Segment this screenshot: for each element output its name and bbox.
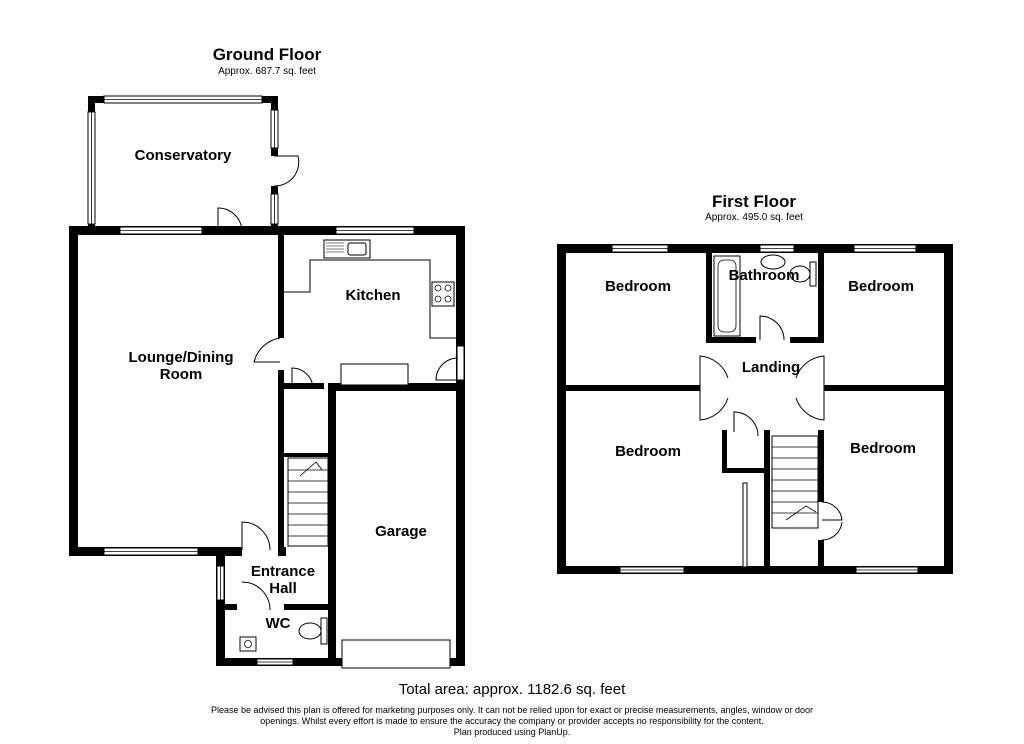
ground-floor-interior-walls bbox=[225, 234, 464, 666]
first-floor-title: First Floor bbox=[711, 192, 797, 211]
first-floor-area: Approx. 495.0 sq. feet bbox=[705, 212, 803, 223]
garage-door bbox=[341, 639, 451, 669]
disclaimer-line-1: Please be advised this plan is offered f… bbox=[211, 705, 813, 715]
room-label-lounge-line2: Room bbox=[160, 366, 203, 383]
conservatory-walls bbox=[87, 95, 300, 232]
first-floor-stairs bbox=[771, 435, 819, 529]
first-floor-interior-walls bbox=[566, 253, 944, 570]
ground-floor-title: Ground Floor bbox=[212, 45, 322, 64]
ground-floor-stairs bbox=[287, 457, 329, 547]
room-label-entrance-hall-line1: Entrance bbox=[251, 563, 315, 580]
room-label-conservatory: Conservatory bbox=[135, 147, 232, 164]
bathroom-fittings bbox=[713, 254, 817, 337]
ground-floor-area: Approx. 687.7 sq. feet bbox=[218, 66, 316, 77]
room-label-bedroom-bottom-right: Bedroom bbox=[850, 440, 916, 457]
room-label-garage: Garage bbox=[375, 523, 427, 540]
first-floor-plan: Bedroom Bathroom Bedroom Landing Bedroom… bbox=[557, 244, 953, 574]
disclaimer-line-2: openings. Whilst every effort is made to… bbox=[260, 716, 764, 726]
ground-floor-plan: Conservatory Kitchen Lounge/Dining Room … bbox=[69, 95, 465, 669]
disclaimer-line-3: Plan produced using PlanUp. bbox=[453, 727, 571, 737]
first-floor-windows bbox=[611, 244, 919, 574]
kitchen-fittings bbox=[284, 239, 456, 386]
room-label-bedroom-bottom-left: Bedroom bbox=[615, 443, 681, 460]
total-area: Total area: approx. 1182.6 sq. feet bbox=[398, 681, 626, 698]
room-label-bedroom-top-right: Bedroom bbox=[848, 278, 914, 295]
room-label-wc: WC bbox=[266, 615, 291, 632]
room-label-entrance-hall-line2: Hall bbox=[269, 580, 297, 597]
room-label-lounge-line1: Lounge/Dining bbox=[129, 349, 234, 366]
room-label-kitchen: Kitchen bbox=[345, 287, 400, 304]
room-label-landing: Landing bbox=[742, 359, 800, 376]
ground-floor-windows bbox=[103, 226, 465, 666]
wc-fittings bbox=[239, 617, 328, 652]
ground-floor-doors bbox=[241, 337, 459, 611]
first-floor-doors bbox=[699, 315, 843, 541]
disclaimer: Please be advised this plan is offered f… bbox=[180, 705, 844, 738]
ground-floor-outer-walls bbox=[69, 226, 465, 666]
room-label-bathroom: Bathroom bbox=[729, 267, 800, 284]
first-floor-outer-walls bbox=[557, 244, 953, 574]
room-label-bedroom-top-left: Bedroom bbox=[605, 278, 671, 295]
